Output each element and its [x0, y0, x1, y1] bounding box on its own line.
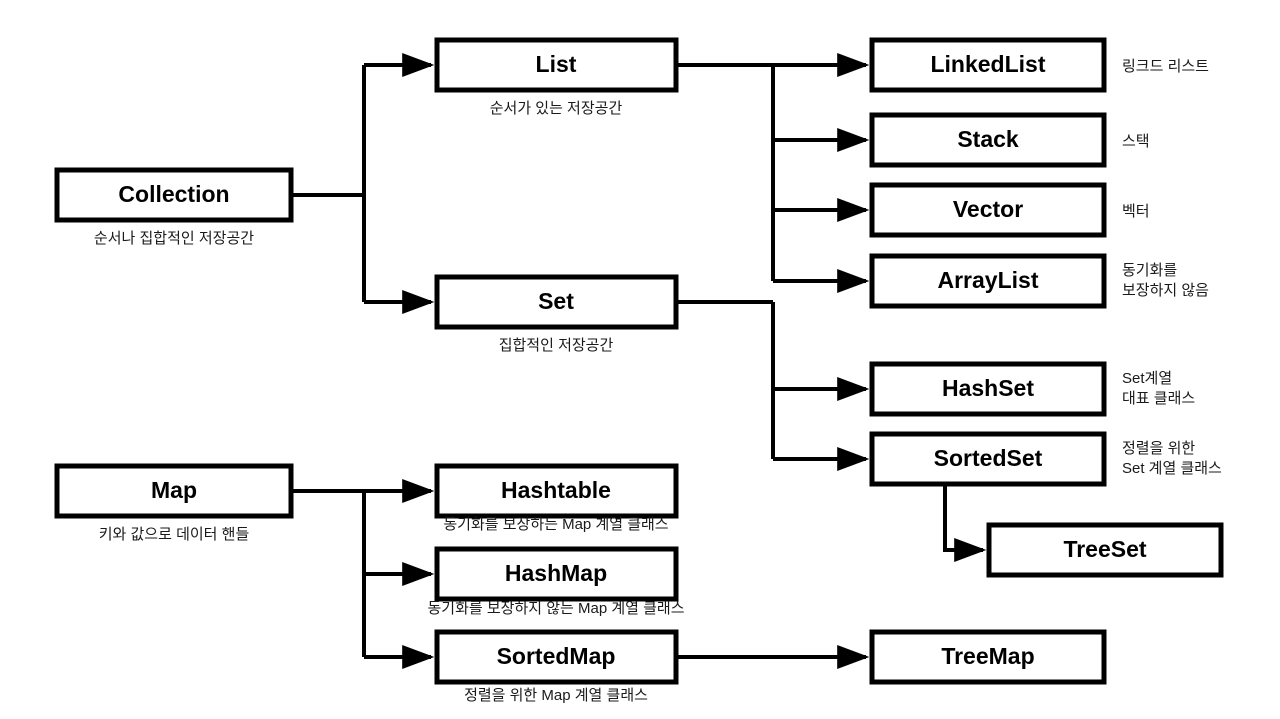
node-vector[interactable]: Vector [869, 182, 1107, 238]
node-sortedset-label: SortedSet [934, 445, 1043, 471]
caption-list: 순서가 있는 저장공간 [490, 100, 623, 117]
node-sortedset[interactable]: SortedSet [869, 431, 1107, 487]
node-sortedset-box[interactable] [869, 431, 1107, 487]
node-collection[interactable]: Collection [54, 167, 294, 223]
caption-arraylist-line1: 동기화를 [1122, 262, 1177, 279]
node-collection-box[interactable] [54, 167, 294, 223]
caption-collection: 순서나 집합적인 저장공간 [94, 230, 254, 247]
node-map-label: Map [151, 477, 197, 503]
connector-layer [291, 53, 987, 669]
node-list-label: List [536, 51, 577, 77]
node-treemap-box[interactable] [869, 629, 1107, 685]
caption-set: 집합적인 저장공간 [499, 337, 614, 354]
caption-map: 키와 값으로 데이터 핸들 [99, 526, 250, 543]
node-stack[interactable]: Stack [869, 112, 1107, 168]
node-sortedmap-box[interactable] [434, 629, 679, 685]
node-linkedlist-label: LinkedList [930, 51, 1045, 77]
node-list[interactable]: List [434, 37, 679, 93]
caption-sortedset-line2: Set 계열 클래스 [1122, 460, 1222, 477]
node-map[interactable]: Map [54, 463, 294, 519]
node-collection-label: Collection [118, 181, 229, 207]
caption-arraylist-line2: 보장하지 않음 [1122, 282, 1209, 299]
node-hashmap[interactable]: HashMap [434, 546, 679, 602]
edge-sortedset-to-treeset [943, 486, 987, 562]
node-hashmap-box[interactable] [434, 546, 679, 602]
caption-hashset-line1: Set계열 [1122, 370, 1172, 387]
node-hashset-box[interactable] [869, 361, 1107, 417]
caption-hashtable: 동기화를 보장하는 Map 계열 클래스 [443, 516, 668, 533]
node-treeset[interactable]: TreeSet [986, 522, 1224, 578]
node-set-label: Set [538, 288, 574, 314]
node-arraylist-label: ArrayList [938, 267, 1039, 293]
node-sortedmap[interactable]: SortedMap [434, 629, 679, 685]
node-stack-box[interactable] [869, 112, 1107, 168]
node-arraylist-box[interactable] [869, 253, 1107, 309]
node-set-box[interactable] [434, 274, 679, 330]
node-arraylist[interactable]: ArrayList [869, 253, 1107, 309]
node-treeset-box[interactable] [986, 522, 1224, 578]
node-treeset-label: TreeSet [1063, 536, 1146, 562]
node-hashtable-label: Hashtable [501, 477, 611, 503]
caption-stack-line1: 스택 [1122, 133, 1150, 150]
caption-sortedmap: 정렬을 위한 Map 계열 클래스 [464, 687, 648, 704]
caption-vector-line1: 벡터 [1122, 203, 1150, 220]
node-hashtable-box[interactable] [434, 463, 679, 519]
node-linkedlist-box[interactable] [869, 37, 1107, 93]
node-stack-label: Stack [957, 126, 1019, 152]
node-map-box[interactable] [54, 463, 294, 519]
caption-hashmap: 동기화를 보장하지 않는 Map 계열 클래스 [427, 600, 684, 617]
caption-linkedlist-line1: 링크드 리스트 [1122, 58, 1209, 75]
node-hashmap-label: HashMap [505, 560, 607, 586]
node-hashtable[interactable]: Hashtable [434, 463, 679, 519]
node-treemap-label: TreeMap [941, 643, 1034, 669]
node-vector-label: Vector [953, 196, 1023, 222]
node-set[interactable]: Set [434, 274, 679, 330]
node-hashset-label: HashSet [942, 375, 1034, 401]
caption-hashset-line2: 대표 클래스 [1122, 390, 1195, 407]
node-vector-box[interactable] [869, 182, 1107, 238]
node-treemap[interactable]: TreeMap [869, 629, 1107, 685]
node-sortedmap-label: SortedMap [497, 643, 616, 669]
node-hashset[interactable]: HashSet [869, 361, 1107, 417]
node-linkedlist[interactable]: LinkedList [869, 37, 1107, 93]
node-list-box[interactable] [434, 37, 679, 93]
caption-sortedset-line1: 정렬을 위한 [1122, 440, 1195, 457]
